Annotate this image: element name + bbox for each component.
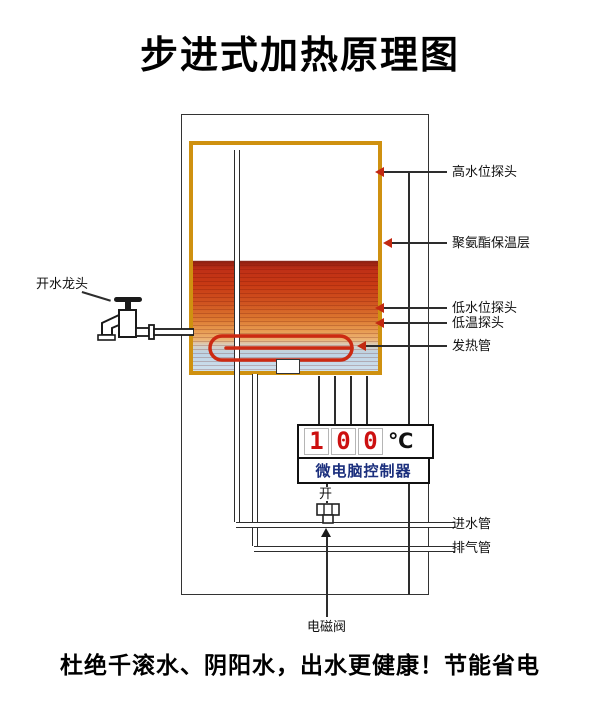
callout-line-low-temp: [384, 322, 447, 324]
inlet-pipe-label: 进水管: [452, 516, 492, 531]
temp-digit: 1: [304, 428, 329, 455]
bottom-tagline: 杜绝千滚水、阴阳水，出水更健康！节能省电: [60, 652, 540, 678]
water-stripe-texture: [193, 261, 378, 371]
heating-tube-label: 发热管: [452, 338, 492, 353]
solenoid-valve-label: 电磁阀: [307, 619, 347, 634]
exhaust-standpipe: [252, 374, 258, 546]
sensor-wire: [366, 376, 368, 424]
valve-state-label: 开: [318, 486, 334, 501]
valve-pointer-line: [326, 537, 328, 617]
right-drop-wire: [408, 172, 410, 595]
callout-line-heating-tube: [366, 345, 447, 347]
sensor-wire: [334, 376, 336, 424]
left-arrow-icon: [375, 303, 384, 313]
low-temp-probe-label: 低温探头: [452, 315, 505, 330]
temperature-display: 1 0 0 ℃: [297, 424, 434, 459]
sensor-wire: [350, 376, 352, 424]
left-arrow-icon: [357, 341, 366, 351]
sensor-wire: [318, 376, 320, 424]
heater-terminal-box: [276, 359, 300, 374]
high-water-probe-label: 高水位探头: [452, 164, 518, 179]
exhaust-pipe-label: 排气管: [452, 540, 492, 555]
inlet-pipe: [236, 522, 455, 528]
faucet: [97, 297, 194, 341]
up-arrow-icon: [321, 528, 331, 537]
temp-digit: 0: [358, 428, 383, 455]
callout-line-low-water: [384, 307, 447, 309]
left-arrow-icon: [383, 238, 392, 248]
solenoid-valve: [316, 503, 340, 524]
temp-unit: ℃: [388, 430, 414, 453]
low-water-probe-label: 低水位探头: [452, 300, 518, 315]
page-title: 步进式加热原理图: [139, 35, 460, 77]
faucet-label: 开水龙头: [36, 276, 89, 291]
callout-line-high-water: [384, 171, 447, 173]
machine-cabinet-outline: [181, 114, 429, 595]
left-arrow-icon: [375, 167, 384, 177]
left-arrow-icon: [375, 318, 384, 328]
controller-name-box: 微电脑控制器: [297, 457, 430, 484]
temp-digit: 0: [331, 428, 356, 455]
callout-line-insulation: [392, 242, 447, 244]
insulation-layer-label: 聚氨酯保温层: [452, 235, 531, 250]
exhaust-pipe: [254, 546, 455, 552]
